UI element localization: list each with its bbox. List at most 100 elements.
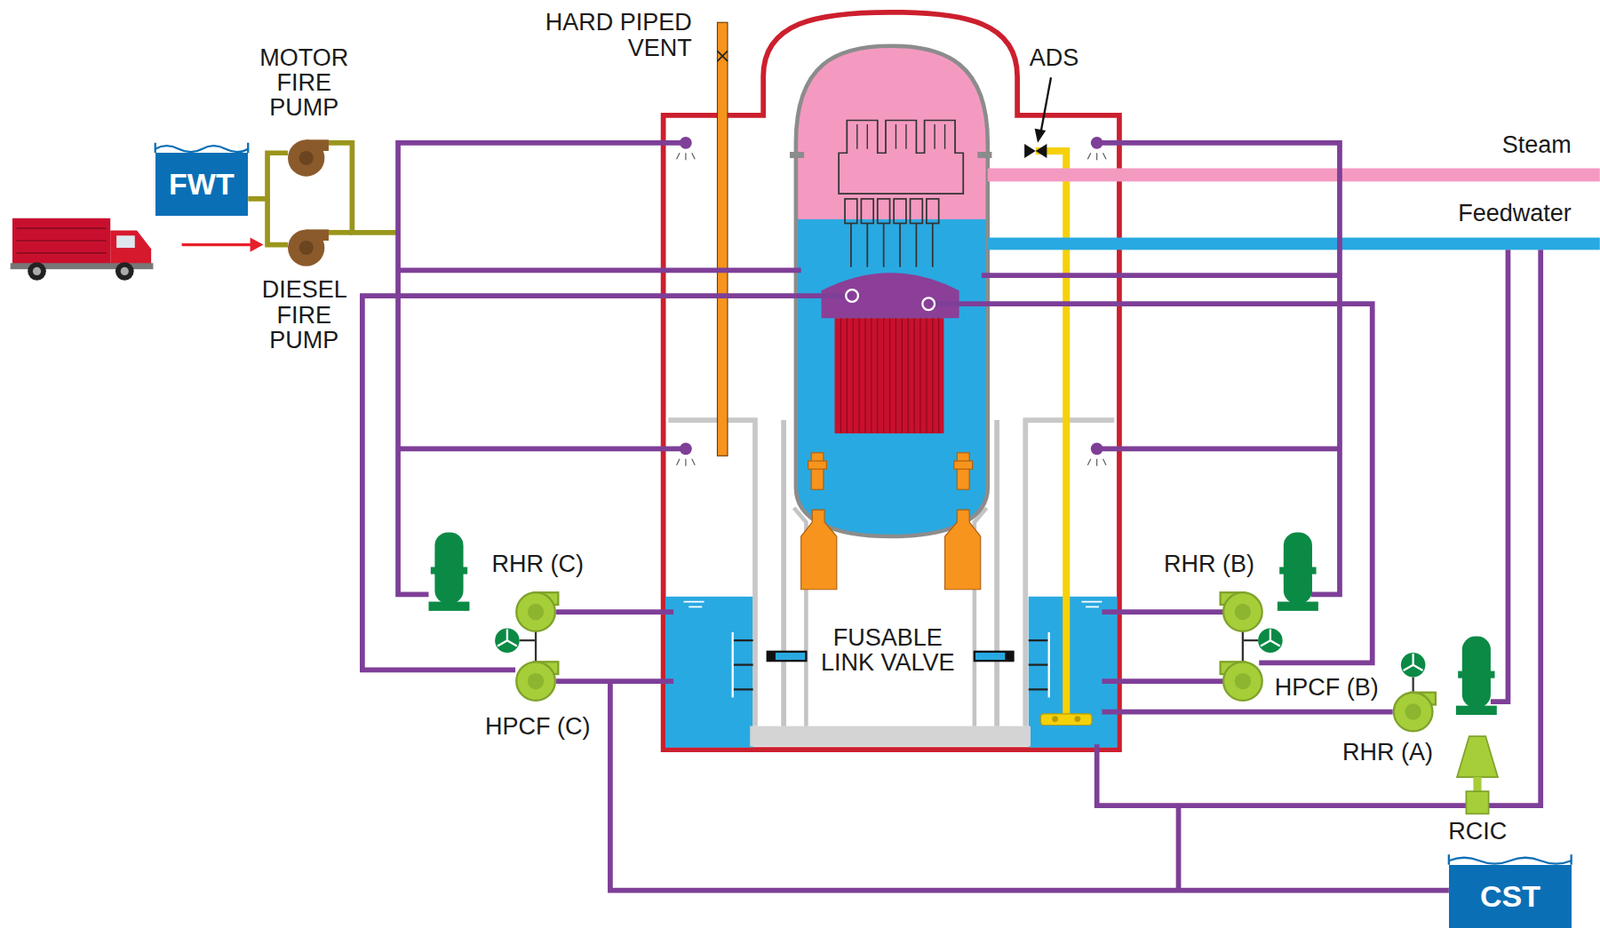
pump-label-text: RHR (C) bbox=[492, 550, 584, 578]
containment-vessel bbox=[663, 12, 1120, 750]
valve-label: ADS bbox=[1029, 45, 1080, 71]
ecc-piping-part bbox=[556, 609, 674, 615]
fire-truck-part bbox=[120, 267, 129, 276]
valve-label-text: ADS bbox=[1029, 44, 1080, 72]
reactor-pressure-vessel-part-part bbox=[877, 199, 891, 224]
reactor-pressure-vessel-part bbox=[838, 120, 964, 195]
supply-arrow bbox=[182, 238, 264, 253]
ecc-piping-part bbox=[1097, 249, 1542, 806]
suppression-pool-part bbox=[665, 597, 754, 749]
pump-label-text: RHR (B) bbox=[1163, 550, 1255, 578]
ecc-piping-part bbox=[362, 295, 852, 670]
pump-label-text: DIESEL FIRE PUMP bbox=[262, 276, 348, 354]
ecc-pump-part bbox=[1393, 692, 1436, 733]
pump-label-text: HPCF (B) bbox=[1274, 674, 1379, 701]
line-label: Feedwater bbox=[1457, 200, 1572, 226]
line-label-text: Feedwater bbox=[1457, 199, 1572, 227]
hard-piped-vent-part bbox=[716, 22, 727, 456]
pump-label: HPCF (C) bbox=[485, 714, 590, 740]
ecc-pump-part bbox=[1220, 661, 1263, 701]
line-label-text: Steam bbox=[1502, 131, 1572, 159]
hard-piped-vent bbox=[716, 22, 727, 456]
fire-truck-part bbox=[110, 230, 152, 268]
tank-label: FWT bbox=[168, 167, 235, 202]
containment-vessel-part bbox=[663, 12, 1120, 750]
supply-arrow-part bbox=[182, 243, 253, 247]
reactor-pressure-vessel-part-part bbox=[910, 199, 924, 224]
reactor-pressure-vessel bbox=[785, 30, 1000, 546]
pump-shaft-part bbox=[1242, 627, 1258, 663]
internal-pump-part bbox=[808, 461, 828, 470]
fire-truck bbox=[10, 218, 154, 281]
pump-label: RHR (C) bbox=[492, 551, 584, 577]
reactor-pedestal-part bbox=[749, 726, 1031, 748]
spray-nozzle-part bbox=[1090, 442, 1104, 455]
pump-label-text: MOTOR FIRE PUMP bbox=[259, 44, 349, 122]
spray-nozzle-part bbox=[679, 442, 693, 455]
main-steam-feedwater-part bbox=[987, 167, 1600, 182]
rcic-turbine-part bbox=[1465, 791, 1489, 814]
ecc-piping-part bbox=[398, 445, 686, 452]
tank-water-line-part bbox=[1448, 858, 1572, 865]
fire-water-pipe-part bbox=[247, 152, 288, 200]
fire-water-pipe-part bbox=[324, 230, 352, 236]
internal-pump bbox=[801, 453, 981, 590]
pump-shaft-part bbox=[519, 627, 536, 663]
spray-nozzle-part bbox=[922, 297, 935, 311]
ecc-pump bbox=[429, 532, 1497, 732]
fire-truck-part bbox=[116, 235, 136, 248]
main-steam-feedwater bbox=[987, 167, 1600, 250]
ecc-piping-part bbox=[928, 303, 1373, 663]
main-steam-feedwater-part bbox=[987, 238, 1600, 251]
fire-truck-part bbox=[115, 262, 135, 281]
fusable-link-valve-part bbox=[767, 652, 807, 661]
supply-arrow-part bbox=[250, 238, 264, 253]
vent-label-text: HARD PIPED VENT bbox=[545, 8, 693, 61]
ecc-piping-part bbox=[1490, 249, 1509, 702]
suppression-pool-part bbox=[1028, 597, 1118, 749]
reactor-pressure-vessel-part bbox=[840, 318, 939, 434]
ads-line-part bbox=[1051, 716, 1059, 723]
reactor-pressure-vessel-part-part bbox=[844, 199, 858, 224]
fire-truck-part bbox=[16, 228, 107, 254]
reactor-pressure-vessel-part bbox=[844, 199, 940, 268]
water-tank: FWT bbox=[155, 152, 249, 216]
ecc-piping bbox=[362, 143, 1541, 892]
tank-water-line-part bbox=[1448, 854, 1572, 865]
fusable-link-valve-part bbox=[767, 652, 776, 661]
spray-nozzle-part bbox=[679, 136, 693, 150]
reactor-pressure-vessel-part-part bbox=[926, 199, 940, 224]
internal-pump-part bbox=[945, 509, 981, 590]
fire-truck-part bbox=[12, 218, 111, 266]
ecc-piping-part bbox=[1097, 445, 1340, 452]
fire-truck-part bbox=[27, 262, 47, 281]
ads-line-part bbox=[1035, 151, 1067, 720]
ads-line-part bbox=[1041, 714, 1092, 726]
reactor-pedestal-part bbox=[794, 508, 988, 727]
ecc-pump-part bbox=[1456, 636, 1497, 716]
fire-pump-part bbox=[287, 139, 329, 176]
internal-pump-part bbox=[801, 509, 837, 590]
pump-label-text: RHR (A) bbox=[1342, 739, 1433, 766]
reactor-pressure-vessel-part bbox=[785, 30, 1000, 546]
ecc-pump-part bbox=[429, 532, 470, 611]
reactor-pressure-vessel-part bbox=[857, 124, 946, 150]
hard-piped-vent-part bbox=[716, 50, 727, 61]
reactor-pressure-vessel-part-part bbox=[785, 219, 1000, 546]
reactor-pressure-vessel-part-part bbox=[851, 222, 933, 267]
ecc-pump-part bbox=[1257, 628, 1283, 653]
ecc-piping-part bbox=[556, 678, 674, 685]
ecc-piping-part bbox=[398, 143, 686, 596]
pump-label: RHR (B) bbox=[1163, 551, 1255, 577]
valve-label-text: FUSABLE LINK VALVE bbox=[820, 624, 956, 677]
fire-water-pipe-part bbox=[267, 199, 288, 246]
reactor-pressure-vessel-part-part bbox=[785, 30, 1000, 221]
ecc-piping-part bbox=[610, 681, 1449, 891]
ecc-piping-part bbox=[1097, 143, 1340, 596]
tank-water-line bbox=[155, 143, 1572, 866]
ecc-pump-part bbox=[1277, 532, 1319, 611]
pump-label: RHR (A) bbox=[1342, 740, 1433, 765]
fire-pump-part bbox=[287, 229, 329, 266]
ads-line-part bbox=[1024, 143, 1047, 159]
tank-water-line-part bbox=[155, 143, 249, 153]
